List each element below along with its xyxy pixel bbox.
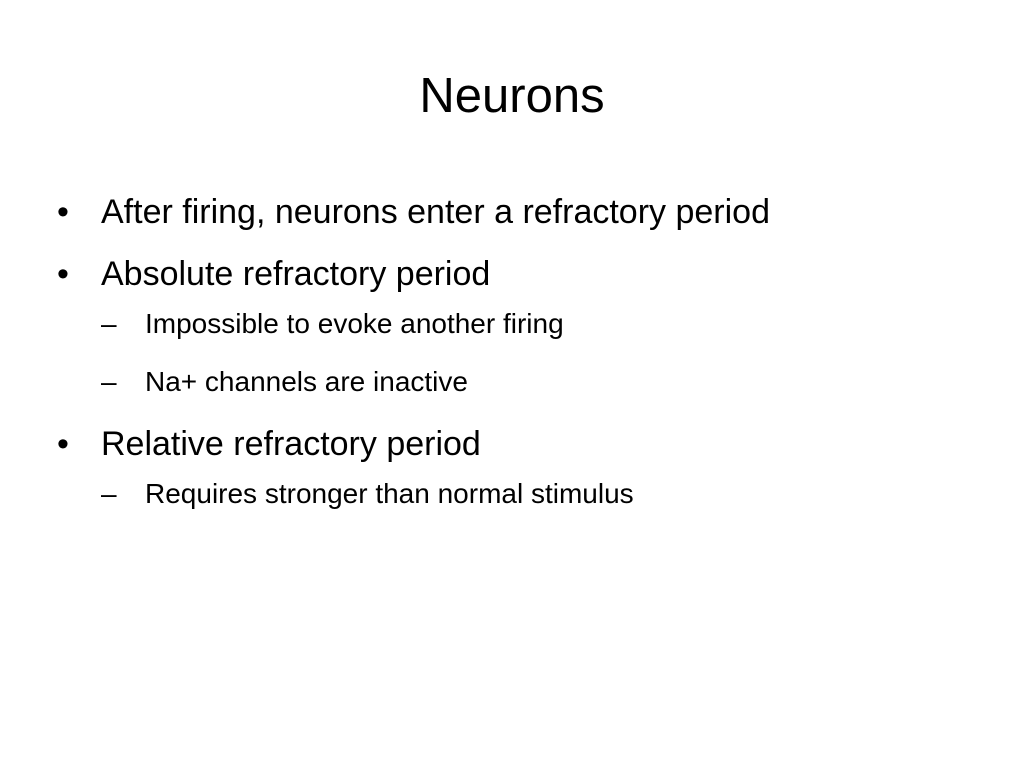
bullet-text: Absolute refractory period: [101, 255, 491, 293]
sub-bullet-item: – Impossible to evoke another firing: [101, 304, 987, 344]
bullet-item: • Absolute refractory period – Impossibl…: [57, 250, 987, 402]
sub-bullet-item: – Na+ channels are inactive: [101, 362, 987, 402]
sub-bullet-text: Requires stronger than normal stimulus: [145, 478, 634, 509]
bullet-marker: •: [57, 193, 69, 231]
bullet-list: • After firing, neurons enter a refracto…: [57, 188, 987, 532]
sub-bullet-text: Na+ channels are inactive: [145, 366, 468, 397]
sub-bullet-list: – Requires stronger than normal stimulus: [101, 474, 987, 514]
dash-marker: –: [101, 478, 117, 509]
sub-bullet-item: – Requires stronger than normal stimulus: [101, 474, 987, 514]
sub-bullet-list: – Impossible to evoke another firing – N…: [101, 304, 987, 402]
bullet-marker: •: [57, 255, 69, 293]
dash-marker: –: [101, 366, 117, 397]
bullet-text: Relative refractory period: [101, 425, 481, 463]
dash-marker: –: [101, 308, 117, 339]
bullet-item: • Relative refractory period – Requires …: [57, 420, 987, 514]
bullet-item: • After firing, neurons enter a refracto…: [57, 188, 987, 236]
bullet-text: After firing, neurons enter a refractory…: [101, 193, 770, 231]
bullet-marker: •: [57, 425, 69, 463]
slide-title: Neurons: [419, 69, 605, 123]
sub-bullet-text: Impossible to evoke another firing: [145, 308, 564, 339]
